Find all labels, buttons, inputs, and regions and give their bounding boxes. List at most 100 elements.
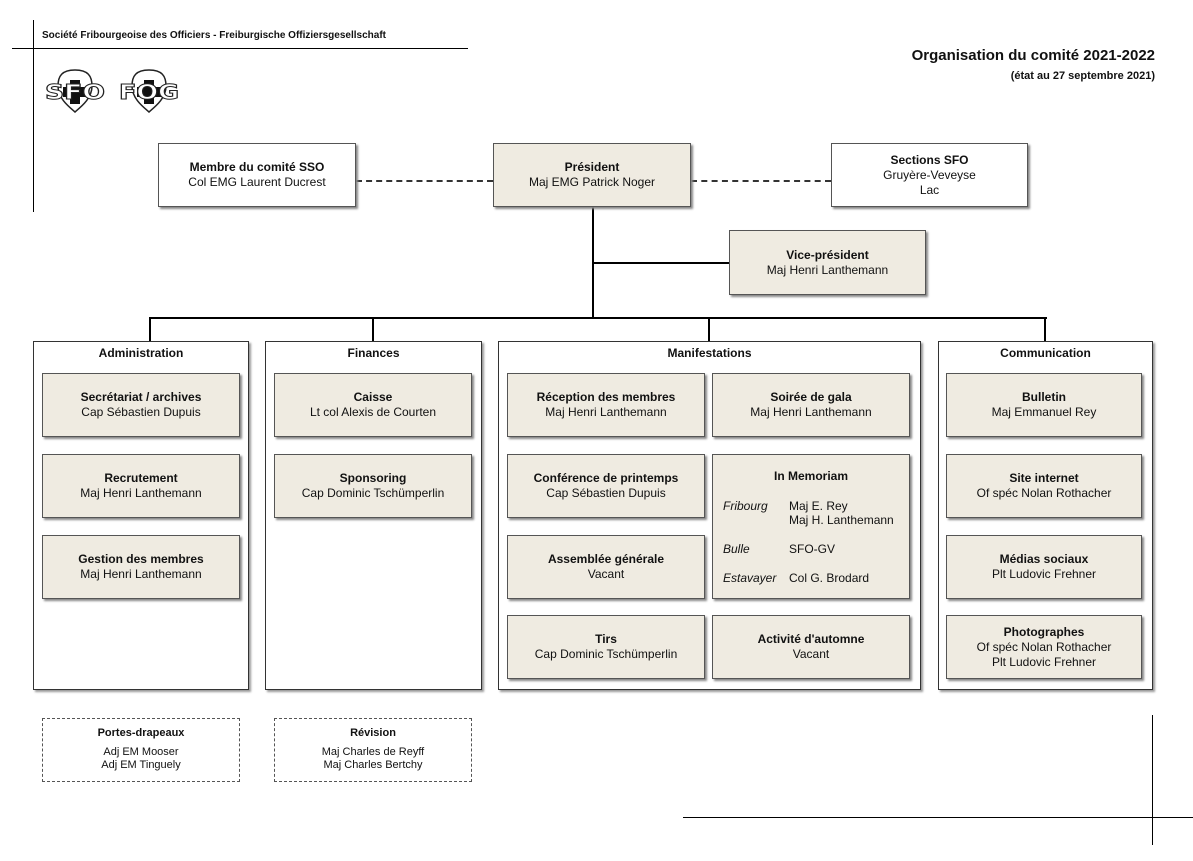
sections-box: Sections SFO Gruyère-Veveyse Lac	[831, 143, 1028, 207]
manif-item-title: Conférence de printemps	[533, 471, 679, 485]
president-box: Président Maj EMG Patrick Noger	[493, 143, 691, 207]
admin-item-name: Maj Henri Lanthemann	[80, 567, 202, 581]
revision-title: Révision	[350, 727, 396, 739]
fog-logo-text: FOG	[119, 80, 179, 104]
finances-item-caisse: Caisse Lt col Alexis de Courten	[274, 373, 472, 437]
manif-item-name: Maj Henri Lanthemann	[545, 405, 667, 419]
portes-drapeaux-line1: Adj EM Mooser	[103, 746, 179, 758]
manif-item-assemblee: Assemblée générale Vacant	[507, 535, 705, 599]
comm-item-title: Site internet	[1009, 471, 1079, 485]
comm-item-bulletin: Bulletin Maj Emmanuel Rey	[946, 373, 1142, 437]
sfo-logo: SFO	[45, 69, 106, 113]
connector-finances	[372, 317, 374, 342]
portes-drapeaux-box: Portes-drapeaux Adj EM Mooser Adj EM Tin…	[42, 718, 240, 782]
comm-item-name: Of spéc Nolan Rothacher	[976, 486, 1112, 500]
sfo-logo-text: SFO	[45, 80, 105, 104]
memoriam-line: Maj E. Rey	[789, 499, 848, 513]
comm-item-medias: Médias sociaux Plt Ludovic Frehner	[946, 535, 1142, 599]
connector-president-sections	[691, 180, 831, 182]
society-name: Société Fribourgeoise des Officiers - Fr…	[42, 30, 386, 41]
revision-line1: Maj Charles de Reyff	[321, 746, 425, 758]
president-title: Président	[564, 160, 620, 174]
manifestations-title: Manifestations	[667, 346, 752, 360]
admin-item-title: Gestion des membres	[78, 552, 204, 566]
sso-member-box: Membre du comité SSO Col EMG Laurent Duc…	[158, 143, 356, 207]
portes-drapeaux-line2: Adj EM Tinguely	[101, 759, 181, 771]
comm-item-name: Maj Emmanuel Rey	[991, 405, 1097, 419]
memoriam-label-fribourg: Fribourg	[723, 499, 768, 513]
manif-item-name: Cap Sébastien Dupuis	[546, 486, 666, 500]
sections-line2: Lac	[919, 182, 940, 197]
memoriam-value-fribourg: Maj E. Rey Maj H. Lanthemann	[789, 499, 894, 527]
memoriam-value-bulle: SFO-GV	[789, 542, 836, 556]
page-subtitle: (état au 27 septembre 2021)	[1010, 70, 1155, 82]
manif-item-name: Cap Dominic Tschümperlin	[534, 647, 678, 661]
admin-item-name: Maj Henri Lanthemann	[80, 486, 202, 500]
administration-title: Administration	[98, 346, 184, 360]
finances-item-title: Sponsoring	[339, 471, 407, 485]
connector-sso-president	[356, 180, 493, 182]
admin-item-recrutement: Recrutement Maj Henri Lanthemann	[42, 454, 240, 518]
finances-title: Finances	[347, 346, 400, 360]
manif-item-name: Vacant	[587, 567, 625, 581]
connector-communication	[1044, 317, 1046, 342]
sso-member-name: Col EMG Laurent Ducrest	[188, 175, 326, 189]
admin-item-name: Cap Sébastien Dupuis	[81, 405, 201, 419]
memoriam-line: Maj H. Lanthemann	[789, 513, 894, 527]
manif-item-soiree: Soirée de gala Maj Henri Lanthemann	[712, 373, 910, 437]
comm-item-name: Of spéc Nolan Rothacher	[976, 639, 1112, 654]
manif-item-conference: Conférence de printemps Cap Sébastien Du…	[507, 454, 705, 518]
memoriam-value-estavayer: Col G. Brodard	[789, 571, 870, 585]
manif-item-title: Réception des membres	[536, 390, 676, 404]
president-name: Maj EMG Patrick Noger	[528, 175, 656, 189]
crop-mark-bottom-h	[683, 817, 1193, 818]
memoriam-label-bulle: Bulle	[723, 542, 750, 556]
connector-admin	[149, 317, 151, 342]
manif-item-tirs: Tirs Cap Dominic Tschümperlin	[507, 615, 705, 679]
comm-item-title: Médias sociaux	[999, 552, 1089, 566]
connector-vice	[593, 262, 729, 264]
manif-item-automne: Activité d'automne Vacant	[712, 615, 910, 679]
finances-item-sponsoring: Sponsoring Cap Dominic Tschümperlin	[274, 454, 472, 518]
crop-mark-bottom-v	[1152, 715, 1153, 845]
finances-item-name: Cap Dominic Tschümperlin	[301, 486, 445, 500]
admin-item-title: Recrutement	[104, 471, 178, 485]
sections-title: Sections SFO	[890, 152, 969, 167]
admin-item-secretariat: Secrétariat / archives Cap Sébastien Dup…	[42, 373, 240, 437]
page-title: Organisation du comité 2021-2022	[911, 47, 1155, 64]
portes-drapeaux-title: Portes-drapeaux	[97, 727, 185, 739]
finances-item-title: Caisse	[353, 390, 393, 404]
in-memoriam-title: In Memoriam	[773, 469, 848, 483]
sections-line1: Gruyère-Veveyse	[883, 167, 976, 182]
comm-item-photographes: Photographes Of spéc Nolan Rothacher Plt…	[946, 615, 1142, 679]
connector-manifestations	[708, 317, 710, 342]
sso-member-title: Membre du comité SSO	[189, 160, 325, 174]
comm-item-site: Site internet Of spéc Nolan Rothacher	[946, 454, 1142, 518]
in-memoriam-box: In Memoriam Fribourg Maj E. Rey Maj H. L…	[712, 454, 910, 599]
manif-item-title: Tirs	[595, 632, 617, 646]
memoriam-label-estavayer: Estavayer	[723, 571, 777, 585]
comm-item-title: Photographes	[1003, 624, 1085, 639]
vice-president-title: Vice-président	[786, 247, 869, 262]
vice-president-name: Maj Henri Lanthemann	[766, 262, 889, 277]
connector-bus	[149, 317, 1047, 319]
revision-line2: Maj Charles Bertchy	[323, 759, 423, 771]
fog-logo: FOG	[119, 69, 180, 113]
vice-president-box: Vice-président Maj Henri Lanthemann	[729, 230, 926, 295]
manif-item-reception: Réception des membres Maj Henri Lanthema…	[507, 373, 705, 437]
manif-item-name: Vacant	[792, 647, 830, 661]
crop-mark-top-v	[33, 20, 34, 212]
finances-item-name: Lt col Alexis de Courten	[309, 405, 437, 419]
comm-item-title: Bulletin	[1022, 390, 1066, 404]
communication-title: Communication	[1000, 346, 1091, 360]
comm-item-name: Plt Ludovic Frehner	[991, 567, 1097, 581]
manif-item-title: Activité d'automne	[757, 632, 865, 646]
crop-mark-top-h	[12, 48, 468, 49]
revision-box: Révision Maj Charles de Reyff Maj Charle…	[274, 718, 472, 782]
manif-item-title: Soirée de gala	[770, 390, 852, 404]
comm-item-name: Plt Ludovic Frehner	[991, 654, 1097, 669]
admin-item-gestion: Gestion des membres Maj Henri Lanthemann	[42, 535, 240, 599]
admin-item-title: Secrétariat / archives	[80, 390, 202, 404]
manif-item-title: Assemblée générale	[547, 552, 665, 566]
manif-item-name: Maj Henri Lanthemann	[750, 405, 872, 419]
